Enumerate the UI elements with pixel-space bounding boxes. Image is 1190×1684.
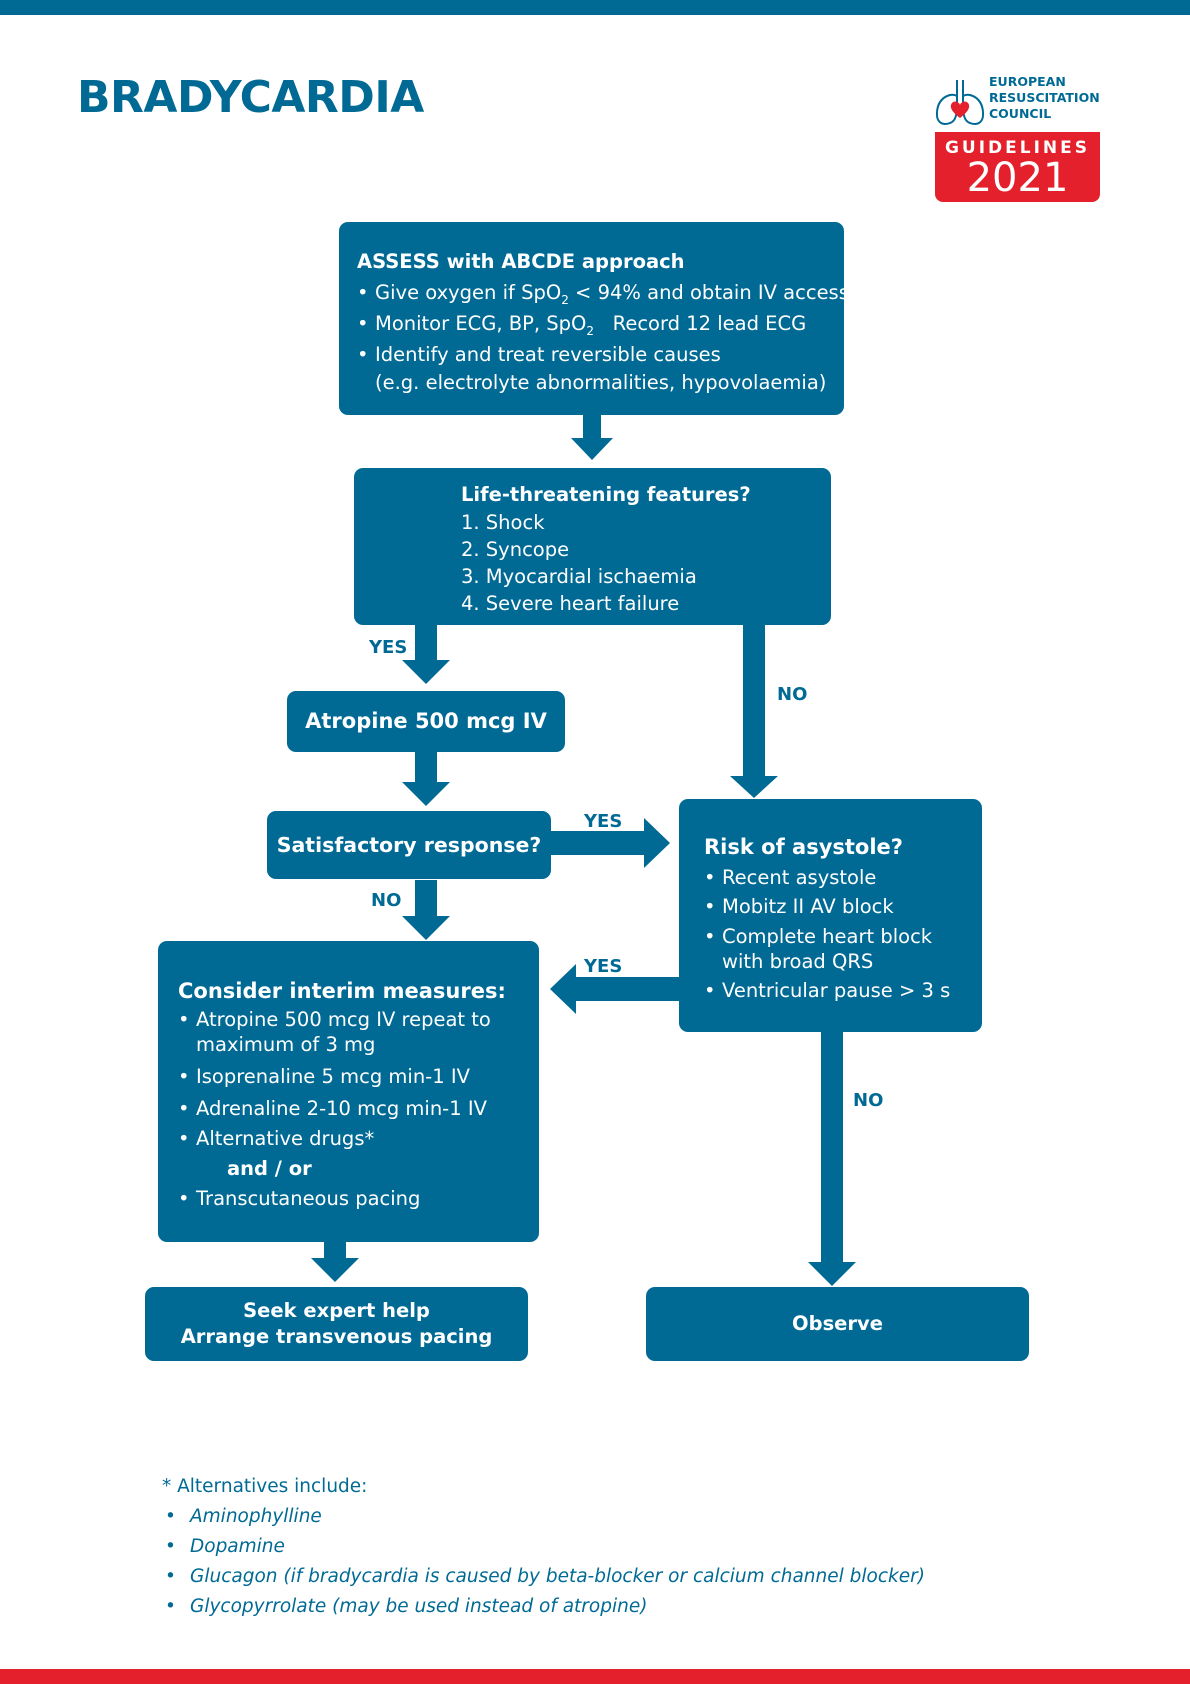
risk-item-heart-block-continued: with broad QRS (722, 950, 874, 973)
assess-monitor-item: Monitor ECG, BP, SpO2 Record 12 lead ECG (357, 308, 844, 339)
life-item-shock: 1. Shock (461, 511, 545, 534)
observe-box: Observe (646, 1287, 1029, 1361)
interim-item-pacing: Transcutaneous pacing (178, 1184, 539, 1214)
arrow-life-to-risk (730, 624, 778, 798)
interim-item-atropine: Atropine 500 mcg IV repeat to (178, 1005, 539, 1035)
arrow-interim-to-expert (311, 1241, 359, 1282)
label-no-risk: NO (853, 1090, 884, 1111)
expert-line-1: Seek expert help (243, 1299, 430, 1322)
footnote-item-glucagon: Glucagon (if bradycardia is caused by be… (162, 1562, 925, 1592)
interim-item-adrenaline: Adrenaline 2-10 mcg min-1 IV (178, 1094, 539, 1124)
page-title: BRADYCARDIA (77, 72, 424, 123)
arrow-life-to-atropine (402, 624, 450, 684)
arrow-satisfactory-to-risk (551, 818, 670, 868)
footnote-item-glycopyrrolate: Glycopyrrolate (may be used instead of a… (162, 1592, 925, 1622)
risk-heading: Risk of asystole? (704, 835, 903, 859)
footnote-item-dopamine: Dopamine (162, 1532, 925, 1562)
assess-heading: ASSESS with ABCDE approach (357, 250, 685, 273)
life-threatening-box: Life-threatening features? 1. Shock 2. S… (354, 468, 831, 625)
risk-item-mobitz: Mobitz II AV block (704, 892, 982, 922)
interim-item-isoprenaline: Isoprenaline 5 mcg min-1 IV (178, 1059, 539, 1094)
org-line-3: COUNCIL (989, 106, 1052, 121)
erc-logo: EUROPEAN RESUSCITATION COUNCIL GUIDELINE… (930, 72, 1102, 204)
interim-item-alternative-drugs: Alternative drugs* (178, 1124, 539, 1154)
risk-item-ventricular-pause: Ventricular pause > 3 s (704, 973, 982, 1009)
assess-causes-continued: (e.g. electrolyte abnormalities, hypovol… (375, 371, 827, 394)
satisfactory-label: Satisfactory response? (276, 833, 542, 857)
label-yes-life: YES (369, 637, 408, 658)
expert-line-2: Arrange transvenous pacing (180, 1325, 493, 1348)
interim-measures-box: Consider interim measures: Atropine 500 … (158, 941, 539, 1242)
footnote-item-aminophylline: Aminophylline (162, 1502, 925, 1532)
risk-item-recent-asystole: Recent asystole (704, 863, 982, 892)
assess-oxygen-item: Give oxygen if SpO2 < 94% and obtain IV … (357, 277, 849, 308)
label-no-satisfactory: NO (371, 890, 402, 911)
org-line-1: EUROPEAN (989, 74, 1066, 89)
interim-item-atropine-continued: maximum of 3 mg (196, 1033, 376, 1056)
atropine-label: Atropine 500 mcg IV (305, 709, 547, 733)
life-item-syncope: 2. Syncope (461, 538, 570, 561)
lungs-heart-icon (935, 80, 985, 125)
alternatives-footnote: * Alternatives include: Aminophylline Do… (162, 1472, 925, 1622)
bottom-color-bar (0, 1669, 1190, 1684)
observe-label: Observe (792, 1312, 883, 1335)
life-item-ischaemia: 3. Myocardial ischaemia (461, 565, 697, 588)
label-yes-satisfactory: YES (584, 811, 623, 832)
interim-heading: Consider interim measures: (178, 979, 506, 1003)
org-line-2: RESUSCITATION (989, 90, 1100, 105)
arrow-assess-to-life (571, 414, 613, 460)
expert-help-box: Seek expert help Arrange transvenous pac… (145, 1287, 528, 1361)
label-yes-risk: YES (584, 956, 623, 977)
life-item-heart-failure: 4. Severe heart failure (461, 592, 680, 615)
top-color-bar (0, 0, 1190, 15)
arrow-risk-to-observe (808, 1032, 856, 1286)
interim-and-or: and / or (227, 1157, 312, 1180)
footnote-heading: * Alternatives include: (162, 1476, 368, 1497)
label-no-life: NO (777, 684, 808, 705)
arrow-atropine-to-satisfactory (402, 752, 450, 806)
atropine-box: Atropine 500 mcg IV (287, 691, 565, 752)
arrow-satisfactory-to-interim (402, 880, 450, 940)
arrow-risk-to-interim (550, 964, 680, 1014)
life-heading: Life-threatening features? (461, 483, 751, 506)
risk-item-heart-block: Complete heart block (704, 922, 982, 951)
satisfactory-box: Satisfactory response? (267, 811, 551, 879)
guidelines-badge: GUIDELINES 2021 (935, 132, 1100, 202)
badge-word: GUIDELINES (944, 138, 1091, 158)
badge-year: 2021 (966, 155, 1069, 201)
assess-box: ASSESS with ABCDE approach Give oxygen i… (339, 222, 849, 415)
org-name: EUROPEAN RESUSCITATION COUNCIL (989, 74, 1100, 122)
assess-causes-item: Identify and treat reversible causes (357, 339, 844, 370)
risk-asystole-box: Risk of asystole? Recent asystole Mobitz… (679, 799, 982, 1032)
